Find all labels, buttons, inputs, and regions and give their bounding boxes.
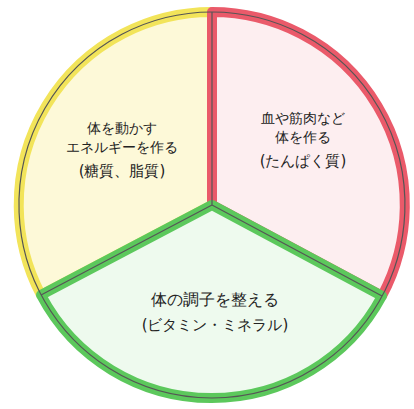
sector-title: 体を動かす エネルギーを作る — [51, 119, 193, 157]
divider-lines — [41, 12, 382, 296]
sector-title: 体の調子を整える — [104, 289, 326, 311]
nutrient-list: (ビタミン・ミネラル) — [104, 315, 326, 335]
nutrient-list: (糖質、脂質) — [51, 161, 193, 181]
energy-sector-label: 体を動かす エネルギーを作る (糖質、脂質) — [47, 115, 197, 185]
body-building-sector-label: 血や筋肉など 体を作る (たんぱく質) — [228, 105, 378, 175]
condition-sector-label: 体の調子を整える (ビタミン・ミネラル) — [100, 285, 330, 339]
green-sector — [41, 205, 382, 398]
nutrient-list: (たんぱく質) — [232, 151, 374, 171]
sector-title: 血や筋肉など 体を作る — [232, 109, 374, 147]
outline — [19, 12, 405, 398]
